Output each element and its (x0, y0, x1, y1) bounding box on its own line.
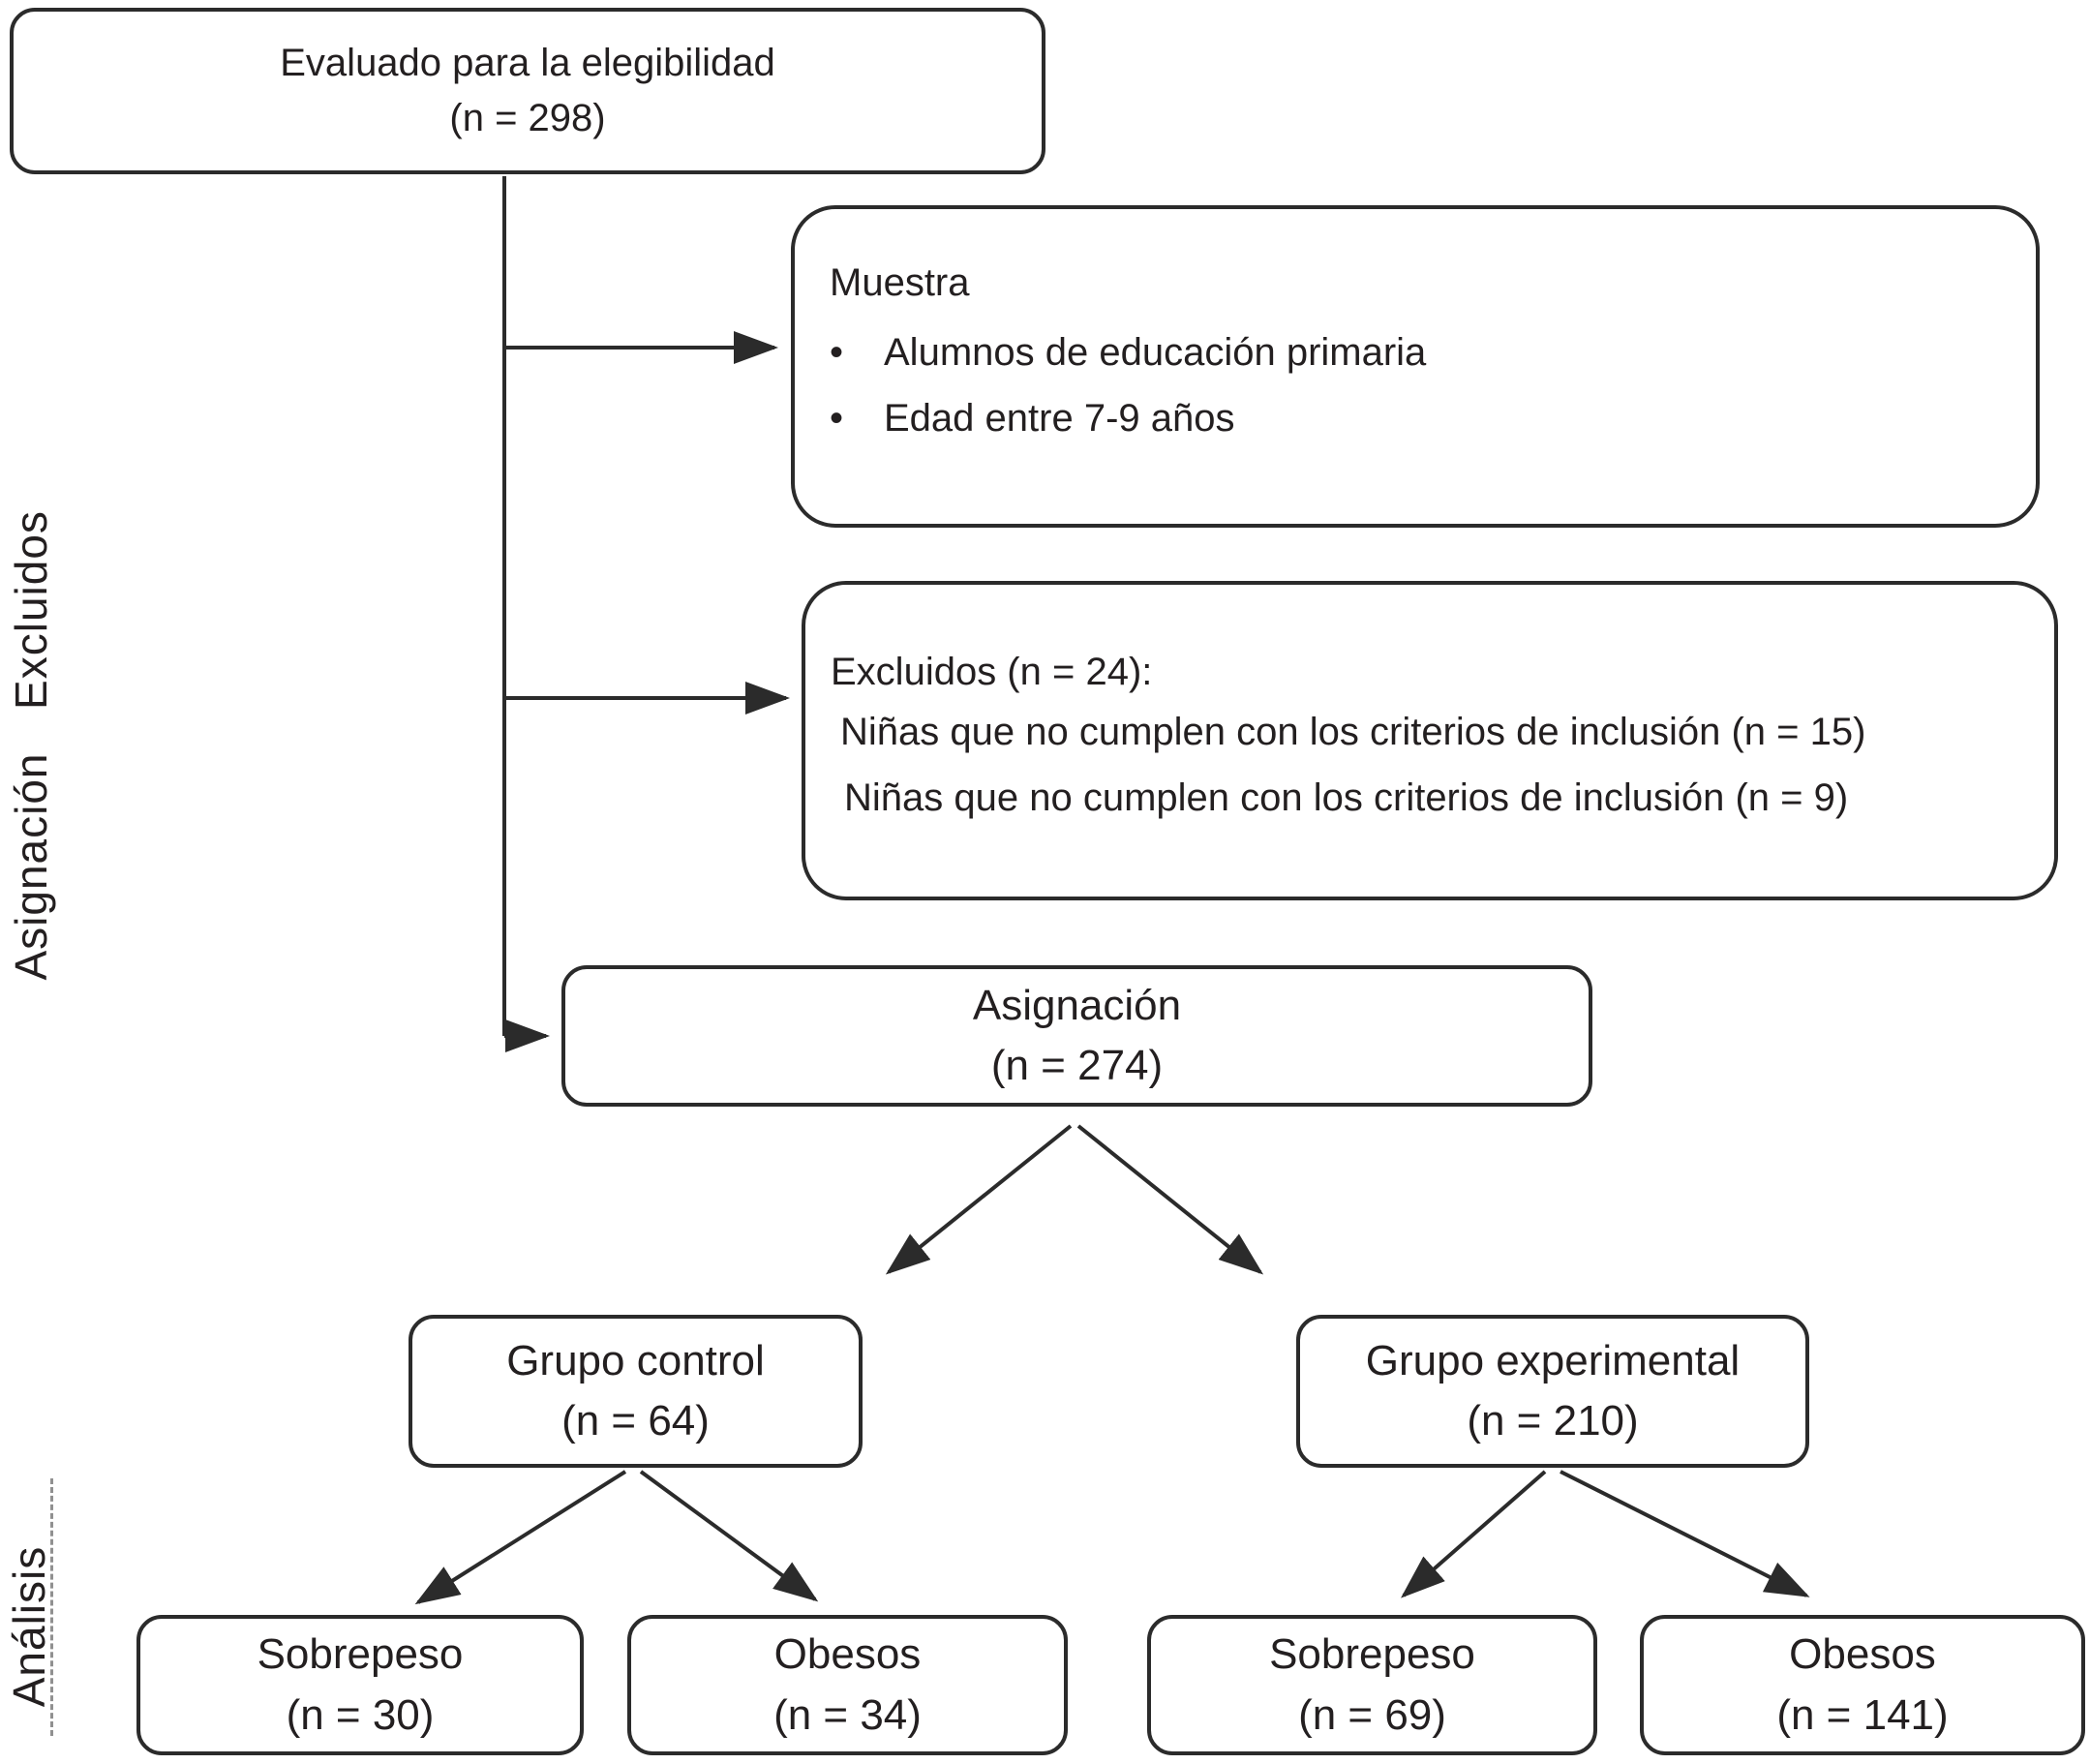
box-experimental-sobrepeso: Sobrepeso (n = 69) (1147, 1615, 1597, 1755)
box-grupo-experimental-n: (n = 210) (1467, 1397, 1639, 1445)
connector-control-sobrepeso (414, 1470, 627, 1605)
box-control-obesos: Obesos (n = 34) (627, 1615, 1068, 1755)
excluidos-heading: Excluidos (n = 24): (831, 651, 1153, 693)
box-grupo-control: Grupo control (n = 64) (409, 1315, 863, 1468)
box-experimental-sobrepeso-n: (n = 69) (1298, 1690, 1446, 1739)
muestra-bullet-1-text: Alumnos de educación primaria (884, 331, 1427, 374)
box-eligibility: Evaluado para la elegibilidad (n = 298) (10, 8, 1045, 174)
box-asignacion-title: Asignación (972, 981, 1182, 1029)
muestra-bullet-2-text: Edad entre 7-9 años (884, 397, 1235, 440)
box-asignacion-n: (n = 274) (990, 1042, 1164, 1089)
stage-label-excluidos: Excluidos (6, 510, 56, 710)
box-control-obesos-title: Obesos (773, 1630, 922, 1679)
stage-label-asignacion: Asignación (6, 752, 56, 981)
box-grupo-control-title: Grupo control (506, 1336, 765, 1384)
bullet-icon: • (830, 331, 844, 374)
box-control-sobrepeso-n: (n = 30) (286, 1690, 435, 1739)
muestra-bullet-2: • Edad entre 7-9 años (830, 399, 1234, 438)
excluidos-reason-1: Niñas que no cumplen con los criterios d… (840, 711, 1866, 753)
box-grupo-control-n: (n = 64) (561, 1397, 710, 1445)
connector-experimental-obesos (1560, 1470, 1810, 1597)
box-excluidos: Excluidos (n = 24): Niñas que no cumplen… (802, 581, 2058, 900)
box-experimental-obesos-title: Obesos (1789, 1630, 1936, 1679)
box-eligibility-n: (n = 298) (449, 97, 606, 139)
box-asignacion: Asignación (n = 274) (561, 965, 1592, 1107)
box-grupo-experimental: Grupo experimental (n = 210) (1296, 1315, 1809, 1468)
box-experimental-obesos: Obesos (n = 141) (1640, 1615, 2085, 1755)
excluidos-reason-2: Niñas que no cumplen con los criterios d… (844, 776, 1849, 819)
analisis-dashed-rule (50, 1478, 53, 1736)
box-eligibility-title: Evaluado para la elegibilidad (280, 42, 775, 85)
box-experimental-obesos-n: (n = 141) (1776, 1690, 1949, 1739)
box-muestra-title: Muestra (830, 261, 970, 304)
connector-experimental-sobrepeso (1400, 1470, 1547, 1598)
connector-control-obesos (639, 1470, 819, 1602)
box-experimental-sobrepeso-title: Sobrepeso (1269, 1630, 1475, 1679)
box-control-obesos-n: (n = 34) (773, 1690, 922, 1739)
bullet-icon: • (830, 397, 844, 440)
connector-asignacion-control (885, 1124, 1073, 1275)
box-control-sobrepeso-title: Sobrepeso (257, 1630, 464, 1679)
box-muestra: Muestra • Alumnos de educación primaria … (791, 205, 2040, 528)
connector-asignacion-experimental (1076, 1124, 1264, 1275)
stage-label-analisis: Análisis (4, 1545, 54, 1708)
muestra-bullet-1: • Alumnos de educación primaria (830, 333, 1426, 372)
box-control-sobrepeso: Sobrepeso (n = 30) (136, 1615, 584, 1755)
box-grupo-experimental-title: Grupo experimental (1365, 1336, 1741, 1384)
